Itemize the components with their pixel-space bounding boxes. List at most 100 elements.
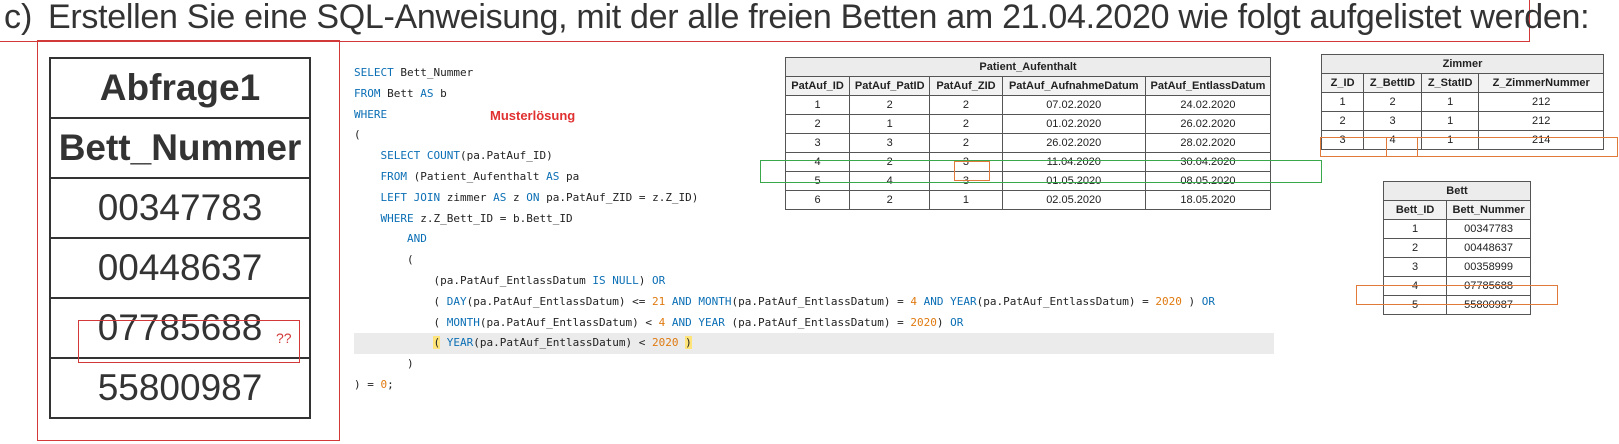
table-cell: 2 xyxy=(929,95,1003,115)
query-row: 00448637 xyxy=(49,237,311,299)
zid-highlight xyxy=(954,161,990,181)
table-cell: 1 xyxy=(1420,111,1480,131)
query-result-table: Abfrage1 Bett_Nummer 00347783 00448637 0… xyxy=(49,57,311,419)
query-row: 00347783 xyxy=(49,177,311,239)
table-title: Zimmer xyxy=(1321,54,1604,74)
table-cell: 55800987 xyxy=(1446,295,1531,315)
table-cell: 212 xyxy=(1478,92,1604,112)
column-header: Bett_ID xyxy=(1382,200,1448,220)
column-header: Bett_Nummer xyxy=(1446,200,1531,220)
table-cell: 24.02.2020 xyxy=(1144,95,1272,115)
table-cell: 07.02.2020 xyxy=(1001,95,1146,115)
sql-line: ) = 0; xyxy=(354,377,394,391)
column-header: PatAuf_PatID xyxy=(849,76,931,96)
table-cell: 07785688 xyxy=(1446,276,1531,296)
column-header: PatAuf_ZID xyxy=(929,76,1003,96)
table-cell: 02.05.2020 xyxy=(1001,190,1146,210)
table-cell: 00347783 xyxy=(1446,219,1531,239)
column-header: Z_ID xyxy=(1320,73,1365,93)
table-cell: 2 xyxy=(849,190,931,210)
table-cell: 212 xyxy=(1478,111,1604,131)
table-cell: 1 xyxy=(1382,219,1448,239)
sql-line: SELECT COUNT(pa.PatAuf_ID) xyxy=(380,149,553,163)
query-column-header: Bett_Nummer xyxy=(49,117,311,179)
table-title: Patient_Aufenthalt xyxy=(785,57,1271,77)
table-cell: 2 xyxy=(849,95,931,115)
table-cell: 3 xyxy=(1320,130,1365,150)
task-heading: c) Erstellen Sie eine SQL-Anweisung, mit… xyxy=(0,0,1590,42)
column-header: PatAuf_AufnahmeDatum xyxy=(1001,76,1146,96)
task-label: c) xyxy=(4,0,33,36)
table-cell: 1 xyxy=(1320,92,1365,112)
row-highlight-green xyxy=(760,160,1322,183)
table-cell: 18.05.2020 xyxy=(1144,190,1272,210)
column-header: PatAuf_ID xyxy=(784,76,851,96)
table-cell: 2 xyxy=(929,133,1003,153)
query-row: 55800987 xyxy=(49,357,311,419)
table-cell: 26.02.2020 xyxy=(1144,114,1272,134)
questioned-row-highlight xyxy=(78,320,300,363)
sql-line: ( xyxy=(354,253,414,267)
table-cell: 1 xyxy=(1420,92,1480,112)
column-header: Z_StatID xyxy=(1420,73,1480,93)
sql-line: FROM Bett AS b xyxy=(354,86,447,100)
sql-line: ) xyxy=(354,357,414,371)
table-cell: 00448637 xyxy=(1446,238,1531,258)
sql-line: LEFT JOIN zimmer AS z ON pa.PatAuf_ZID =… xyxy=(380,190,699,204)
task-text: Erstellen Sie eine SQL-Anweisung, mit de… xyxy=(48,0,1590,36)
table-cell: 3 xyxy=(849,133,931,153)
table-cell: 26.02.2020 xyxy=(1001,133,1146,153)
zimmer-row-highlight xyxy=(1320,137,1618,157)
sample-solution-label: Musterlösung xyxy=(490,108,576,123)
table-cell: 4 xyxy=(849,171,931,191)
sql-line: ( MONTH(pa.PatAuf_EntlassDatum) < 4 AND … xyxy=(354,315,964,329)
sql-line: SELECT Bett_Nummer xyxy=(354,66,474,79)
table-cell: 01.02.2020 xyxy=(1001,114,1146,134)
column-header: Z_BettID xyxy=(1363,73,1422,93)
table-cell: 6 xyxy=(784,190,851,210)
table-cell: 5 xyxy=(1382,295,1448,315)
table-title: Bett xyxy=(1383,181,1531,201)
sql-line: WHERE z.Z_Bett_ID = b.Bett_ID xyxy=(380,211,573,225)
table-cell: 2 xyxy=(1320,111,1365,131)
sql-line: ( DAY(pa.PatAuf_EntlassDatum) <= 21 AND … xyxy=(354,294,1216,308)
table-cell: 2 xyxy=(784,114,851,134)
sql-line: WHERE xyxy=(354,107,388,121)
table-cell: 3 xyxy=(1363,111,1422,131)
table-cell: 3 xyxy=(1382,257,1448,277)
sql-line: ( xyxy=(354,128,361,142)
query-title: Abfrage1 xyxy=(49,57,311,119)
table-cell: 2 xyxy=(929,114,1003,134)
table-cell: 1 xyxy=(929,190,1003,210)
column-header: PatAuf_EntlassDatum xyxy=(1144,76,1272,96)
zimmer-bettid-highlight xyxy=(1386,137,1418,157)
query-row: 07785688 xyxy=(49,297,311,359)
table-cell: 1 xyxy=(784,95,851,115)
table-cell: 2 xyxy=(1363,92,1422,112)
table-cell: 00358999 xyxy=(1446,257,1531,277)
table-cell: 214 xyxy=(1478,130,1604,150)
column-header: Z_ZimmerNummer xyxy=(1478,73,1604,93)
sql-line: AND xyxy=(406,232,427,246)
current-line-highlight xyxy=(354,333,1274,354)
sql-line: FROM (Patient_Aufenthalt AS pa xyxy=(380,169,580,183)
sql-line: (pa.PatAuf_EntlassDatum IS NULL) OR xyxy=(354,273,666,287)
sql-line: ( YEAR(pa.PatAuf_EntlassDatum) < 2020 ) xyxy=(433,336,692,350)
table-cell: 1 xyxy=(849,114,931,134)
